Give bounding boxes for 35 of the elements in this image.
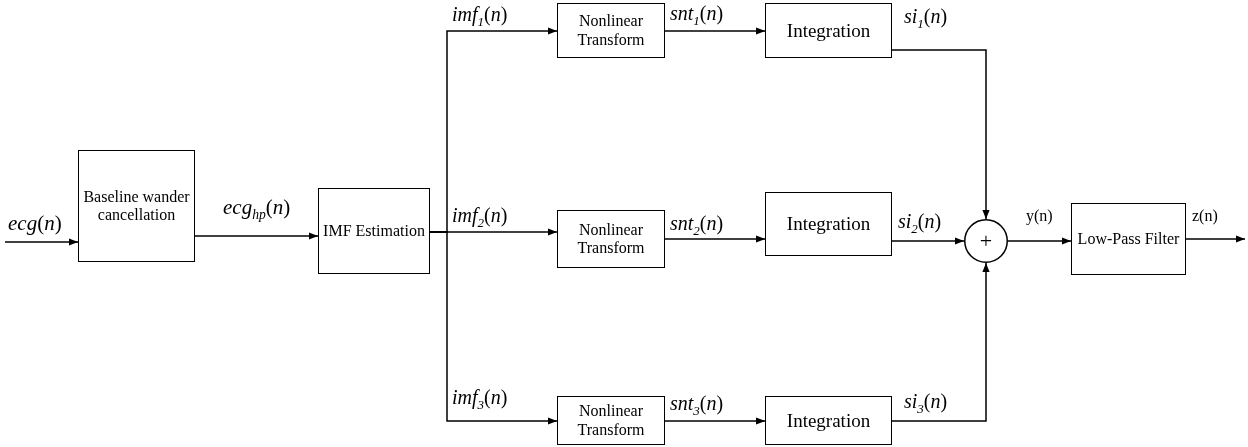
arrow	[194, 232, 319, 240]
plus-sign: +	[979, 228, 993, 254]
signal-label: y(n)	[1026, 207, 1053, 225]
summing-junction	[964, 219, 1008, 263]
signal-label: z(n)	[1192, 207, 1218, 225]
block-label: IMF Estimation	[323, 221, 425, 241]
block-label: Integration	[786, 409, 871, 432]
process-box	[78, 150, 195, 262]
process-box	[765, 396, 892, 445]
arrow	[664, 27, 766, 35]
process-box	[765, 192, 892, 256]
arrow	[4, 238, 79, 246]
process-box	[557, 3, 665, 58]
block-label: Nonlinear Transform	[576, 12, 646, 49]
signal-label: ecg(n)	[8, 212, 62, 236]
process-box	[318, 188, 430, 274]
process-box	[557, 396, 665, 445]
process-box	[765, 3, 892, 58]
process-box	[1071, 203, 1186, 275]
block-label: Integration	[786, 19, 871, 42]
arrow	[891, 262, 990, 422]
block-label: Nonlinear Transform	[576, 402, 646, 439]
arrow	[891, 237, 965, 245]
signal-label: ecg$_{hp}$(n)	[223, 196, 291, 223]
arrow	[664, 235, 766, 243]
arrow	[429, 231, 558, 425]
arrow	[891, 49, 990, 220]
block-label: Low-Pass Filter	[1077, 229, 1180, 249]
block-label: Baseline wander cancellation	[82, 187, 191, 225]
block-label: Integration	[786, 213, 871, 235]
arrow	[1185, 235, 1246, 243]
arrow	[664, 417, 766, 425]
arrow	[1007, 237, 1072, 245]
process-box	[557, 210, 665, 268]
block-label: Nonlinear Transform	[576, 220, 646, 258]
